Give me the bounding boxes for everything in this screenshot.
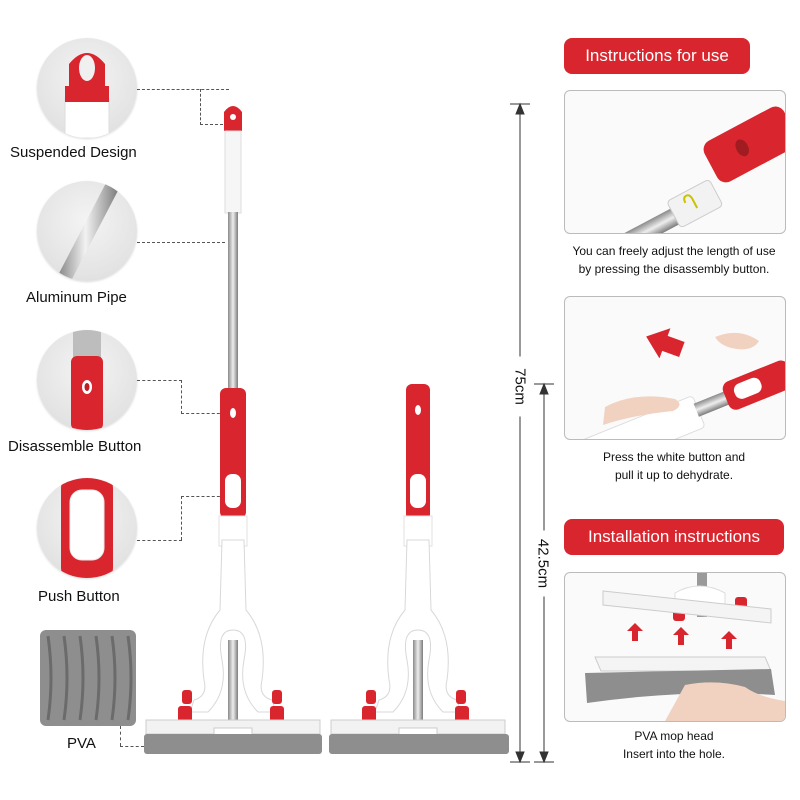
disassemble-button-circle [37,330,137,430]
installation-panel [564,572,786,722]
short-mop [329,384,509,754]
instruction-step2-panel [564,296,786,440]
pva-label: PVA [67,735,96,752]
instruction-step2-line1: Press the white button and [602,450,746,464]
installation-title: Installation instructions [564,519,784,555]
dimension-75cm: 75cm [511,356,529,417]
suspended-leader-v [200,89,201,125]
instruction-step1-line2: by pressing the disassembly button. [578,262,770,276]
push-button-label: Push Button [38,588,120,605]
tall-mop [144,106,322,754]
disassemble-leader-h [137,380,182,381]
suspended-design-circle [37,38,137,138]
pva-leader-v [120,726,121,746]
instruction-step1-panel [564,90,786,234]
push-leader-v [181,496,182,540]
push-leader-h2 [181,496,225,497]
instruction-step2-line2: pull it up to dehydrate. [614,468,734,482]
aluminum-leader [137,242,225,243]
dimension-42-5cm: 42.5cm [534,530,552,597]
installation-line2: Insert into the hole. [622,747,726,761]
suspended-leader-h2 [200,124,228,125]
pva-sponge-swatch [40,630,136,726]
instructions-title: Instructions for use [564,38,750,74]
pva-leader-h [120,746,144,747]
disassemble-button-label: Disassemble Button [8,438,142,455]
disassemble-leader-v [181,380,182,414]
aluminum-pipe-label: Aluminum Pipe [26,289,127,306]
push-button-circle [37,478,137,578]
suspended-leader-h [137,89,229,90]
dimension-lines [510,102,554,764]
suspended-design-label: Suspended Design [10,144,137,161]
push-leader-h [137,540,182,541]
instruction-step1-line1: You can freely adjust the length of use [572,244,776,258]
disassemble-leader-h2 [181,413,225,414]
aluminum-pipe-circle [37,181,137,281]
installation-line1: PVA mop head [634,729,714,743]
